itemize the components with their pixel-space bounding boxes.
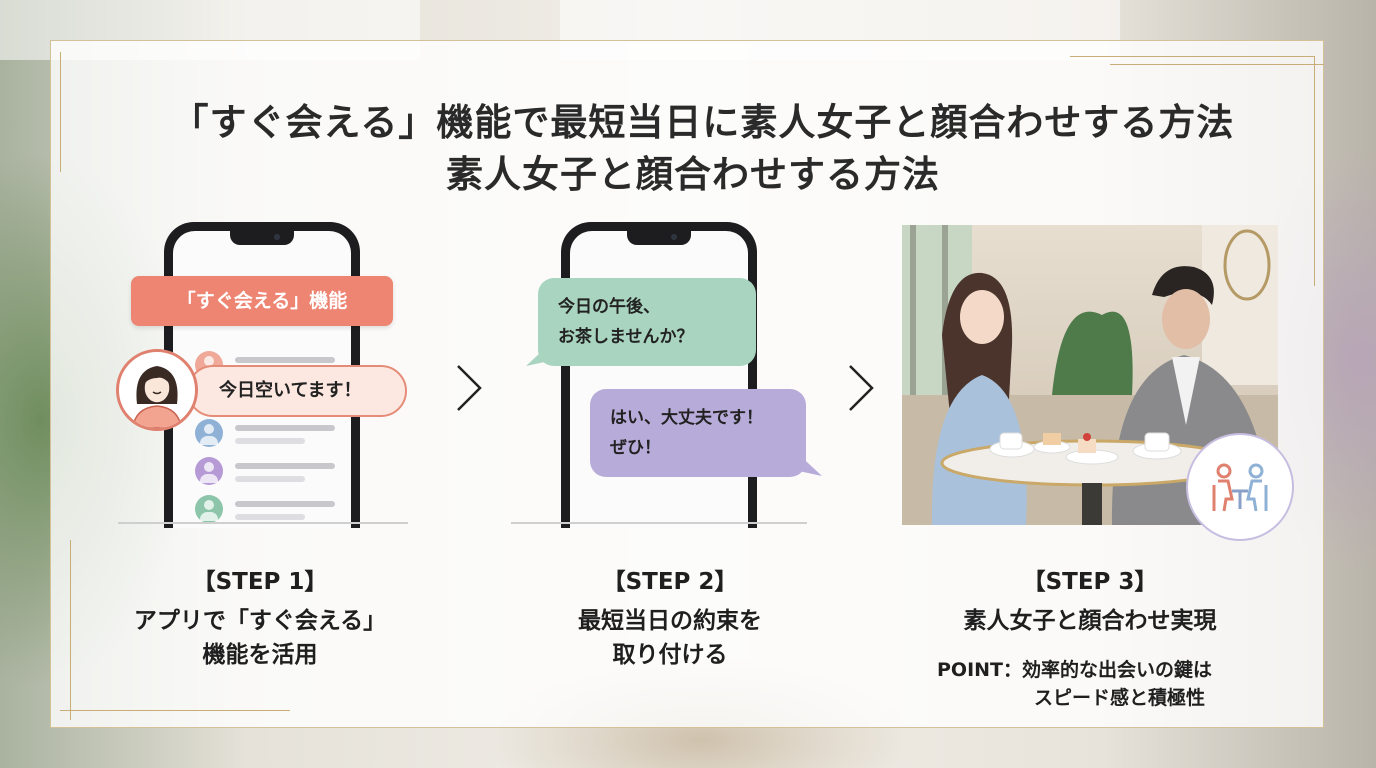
step1-text: 【STEP 1】 アプリで「すぐ会える」 機能を活用 <box>90 562 430 672</box>
step3-text: 【STEP 3】 素人女子と顔合わせ実現 <box>920 562 1260 638</box>
meeting-icon <box>1186 433 1294 541</box>
point-line1: POINT：効率的な出会いの鍵は <box>937 659 1213 681</box>
list-item <box>195 495 351 525</box>
chevron-right-icon <box>457 365 482 411</box>
phone-step2 <box>561 222 757 528</box>
ground-line <box>511 522 807 524</box>
gold-deco-line <box>60 710 290 711</box>
ground-line <box>118 522 408 524</box>
page-subtitle: 素人女子と顔合わせする方法 <box>446 153 940 196</box>
chevron-right-icon <box>849 365 874 411</box>
woman-avatar-icon <box>116 349 198 431</box>
page-title: 「すぐ会える」機能で最短当日に素人女子と顔合わせする方法 <box>171 101 1235 144</box>
phone-notch <box>627 231 691 245</box>
phone-screen <box>570 231 748 528</box>
gold-deco-line <box>70 540 71 720</box>
step3-label: 【STEP 3】 <box>1022 569 1158 595</box>
step3-desc: 素人女子と顔合わせ実現 <box>963 608 1217 634</box>
feature-tag: 「すぐ会える」機能 <box>131 276 393 326</box>
message-bubble: 今日空いてます！ <box>187 365 407 417</box>
message-bubble-reply: はい、大丈夫です！ ぜひ！ <box>590 389 806 477</box>
gold-deco-line <box>1070 56 1314 57</box>
step2-desc-line2: 取り付ける <box>612 642 728 668</box>
step2-label: 【STEP 2】 <box>602 569 738 595</box>
message-bubble-sent: 今日の午後、 お茶しませんか？ <box>538 278 756 366</box>
gold-deco-line <box>1110 64 1324 65</box>
step2-desc-line1: 最短当日の約束を <box>578 608 762 634</box>
step1-desc-line1: アプリで「すぐ会える」 <box>133 608 387 634</box>
gold-deco-line <box>60 52 61 172</box>
step2-text: 【STEP 2】 最短当日の約束を 取り付ける <box>500 562 840 672</box>
phone-notch <box>230 231 294 245</box>
list-item <box>195 457 351 487</box>
list-item <box>195 419 351 449</box>
step1-desc-line2: 機能を活用 <box>202 642 318 668</box>
point-line2: スピード感と積極性 <box>1034 687 1206 709</box>
step1-label: 【STEP 1】 <box>192 569 328 595</box>
gold-deco-line <box>1314 56 1315 286</box>
